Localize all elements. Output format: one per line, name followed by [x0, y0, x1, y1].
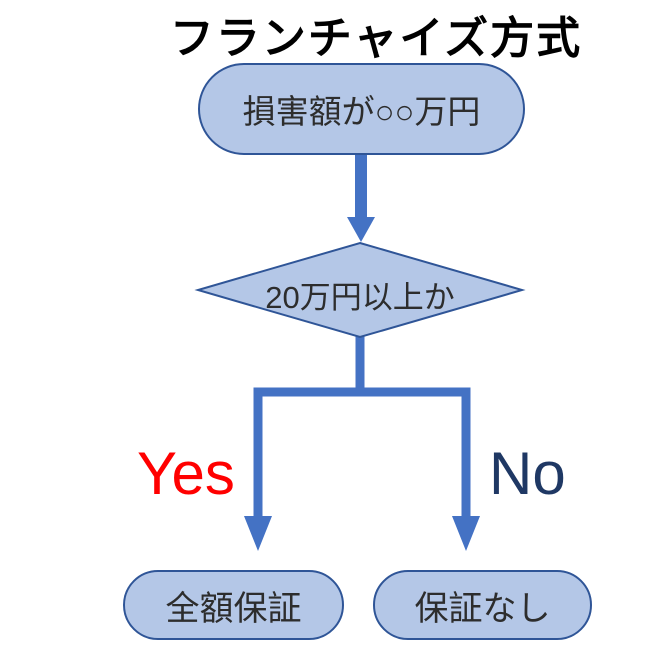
no-branch-label: No — [489, 440, 566, 507]
arrow-start-to-decision-head — [347, 217, 375, 242]
start-node: 損害額が○○万円 — [198, 63, 525, 155]
yes-result-node-label: 全額保証 — [165, 589, 302, 628]
yes-result-node: 全額保証 — [123, 570, 344, 640]
decision-diamond-shape — [194, 241, 526, 339]
page-title: フランチャイズ方式 — [169, 14, 583, 63]
arrow-no-head — [452, 516, 480, 551]
start-node-label: 損害額が○○万円 — [242, 93, 481, 130]
no-result-node: 保証なし — [373, 570, 592, 640]
no-result-node-label: 保証なし — [414, 589, 551, 628]
decision-node-label: 20万円以上か — [265, 280, 455, 315]
arrow-yes-head — [244, 516, 272, 551]
yes-branch-label: Yes — [137, 440, 235, 507]
